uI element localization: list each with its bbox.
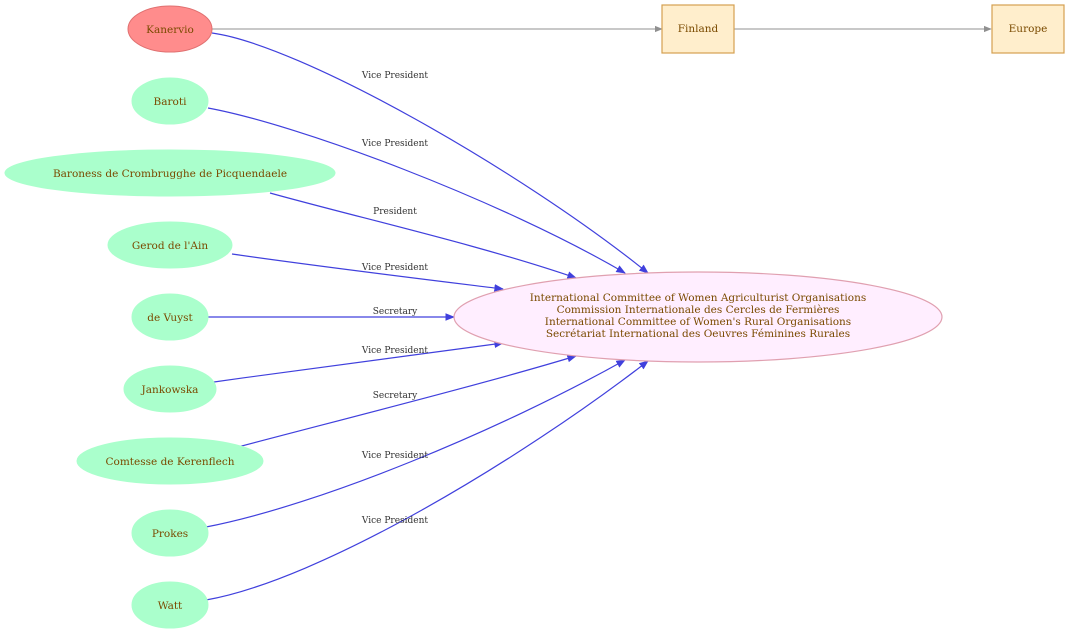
person-name: Gerod de l'Ain (132, 240, 208, 252)
organisation-node[interactable]: International Committee of Women Agricul… (453, 271, 943, 363)
edge-role-label: President (373, 207, 417, 217)
person-name: Jankowska (141, 384, 199, 396)
edge-role-label: Secretary (373, 307, 418, 317)
edge-role-label: Vice President (361, 516, 429, 526)
edge-role-label: Secretary (373, 391, 418, 401)
edge-jankowska-organisation (213, 340, 504, 383)
person-name: Comtesse de Kerenflech (106, 456, 235, 468)
person-name: Watt (158, 600, 183, 612)
person-name: Kanervio (146, 24, 194, 36)
country-node-finland[interactable]: Finland (661, 4, 735, 54)
edge-role-label: Vice President (361, 451, 429, 461)
person-name: Baroti (154, 96, 188, 108)
person-ellipse (76, 437, 264, 485)
org-name-2: Commission Internationale des Cercles de… (557, 304, 840, 316)
person-node-prokes[interactable]: Prokes (131, 509, 209, 557)
person-node-baroness[interactable]: Baroness de Crombrugghe de Picquendaele (4, 149, 336, 197)
edge-kanervio-organisation (211, 32, 649, 274)
person-ellipse (4, 149, 336, 197)
person-ellipse (123, 365, 217, 413)
edge-role-label: Vice President (361, 263, 429, 273)
person-name: Prokes (152, 528, 188, 540)
region-label: Europe (1009, 23, 1048, 35)
person-name: de Vuyst (147, 312, 193, 324)
person-ellipse (131, 509, 209, 557)
person-ellipse (131, 581, 209, 629)
edge-baroti-organisation (207, 107, 626, 274)
edge-watt-organisation (205, 360, 649, 601)
org-name-4: Secrétariat International des Oeuvres Fé… (546, 328, 850, 340)
edge-role-label: Vice President (361, 139, 429, 149)
edge-baroness-organisation (269, 192, 577, 279)
person-ellipse (107, 221, 233, 269)
person-node-devuyst[interactable]: de Vuyst (131, 293, 209, 341)
person-node-kerenflech[interactable]: Comtesse de Kerenflech (76, 437, 264, 485)
org-name-3: International Committee of Women's Rural… (545, 316, 851, 328)
person-name: Baroness de Crombrugghe de Picquendaele (53, 168, 287, 180)
person-ellipse (131, 293, 209, 341)
org-name-1: International Committee of Women Agricul… (530, 292, 866, 304)
region-node-europe[interactable]: Europe (991, 4, 1065, 54)
person-node-baroti[interactable]: Baroti (131, 77, 209, 125)
country-label: Finland (678, 23, 719, 35)
person-node-kanervio[interactable]: Kanervio (127, 5, 213, 53)
edge-kerenflech-organisation (237, 354, 577, 448)
edge-role-label: Vice President (361, 71, 429, 81)
edge-gerod-organisation (231, 253, 504, 292)
person-ellipse (131, 77, 209, 125)
person-node-watt[interactable]: Watt (131, 581, 209, 629)
person-node-jankowska[interactable]: Jankowska (123, 365, 217, 413)
edge-prokes-organisation (205, 359, 626, 528)
edge-role-label: Vice President (361, 346, 429, 356)
person-ellipse (127, 5, 213, 53)
person-node-gerod[interactable]: Gerod de l'Ain (107, 221, 233, 269)
